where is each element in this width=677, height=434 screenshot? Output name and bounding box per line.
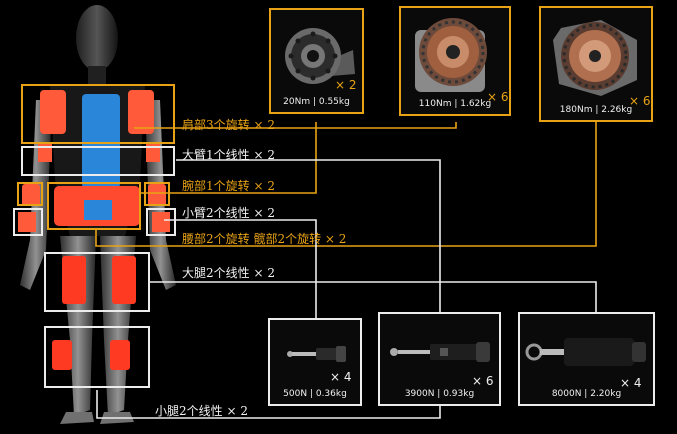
spec-500n: 500N | 0.36kg: [283, 389, 347, 399]
label-forearm: 小臂2个线性 × 2: [182, 206, 275, 220]
linear-card-3900n: × 6 3900N | 0.93kg: [378, 312, 501, 406]
linear-actuator-image: [390, 342, 490, 362]
rotary-card-180nm: × 6 180Nm | 2.26kg: [539, 6, 653, 122]
robot-actuators: [18, 90, 170, 370]
linear-actuator-image: [525, 338, 646, 366]
calf-highlight: [44, 326, 150, 388]
shoulder-highlight: [21, 84, 175, 144]
spec-3900n: 3900N | 0.93kg: [404, 389, 475, 399]
qty-20nm: × 2: [335, 78, 357, 92]
wrist-left-highlight: [17, 182, 43, 206]
rotary-actuator-image: [285, 28, 355, 84]
rotary-card-20nm: × 2 20Nm | 0.55kg: [269, 8, 364, 114]
qty-3900n: × 6: [472, 374, 494, 388]
qty-500n: × 4: [330, 370, 352, 384]
spec-110nm: 110Nm | 1.62kg: [418, 99, 492, 109]
forearm-left-highlight: [13, 208, 43, 236]
spec-20nm: 20Nm | 0.55kg: [283, 97, 350, 107]
connector-lines: [95, 122, 597, 419]
rotary-actuator-image: [415, 18, 487, 92]
qty-110nm: × 6: [487, 90, 509, 104]
thigh-highlight: [44, 252, 150, 312]
upper-arm-highlight: [21, 146, 175, 176]
linear-actuator-image: [287, 346, 346, 362]
linear-card-8000n: × 4 8000N | 2.20kg: [518, 312, 655, 406]
qty-180nm: × 6: [629, 94, 651, 108]
qty-8000n: × 4: [620, 376, 642, 390]
spec-180nm: 180Nm | 2.26kg: [559, 105, 633, 115]
linear-card-500n: × 4 500N | 0.36kg: [268, 318, 362, 406]
label-shoulder: 肩部3个旋转 × 2: [182, 118, 275, 132]
spec-8000n: 8000N | 2.20kg: [551, 389, 622, 399]
label-upper-arm: 大臂1个线性 × 2: [182, 148, 275, 162]
label-wrist: 腕部1个旋转 × 2: [182, 179, 275, 193]
rotary-card-110nm: × 6 110Nm | 1.62kg: [399, 6, 511, 116]
forearm-right-highlight: [146, 208, 176, 236]
label-waist-hip: 腰部2个旋转 髋部2个旋转 × 2: [182, 232, 347, 246]
waist-hip-highlight: [47, 182, 141, 230]
label-thigh: 大腿2个线性 × 2: [182, 266, 275, 280]
wrist-right-highlight: [144, 182, 170, 206]
rotary-actuator-image: [553, 20, 637, 96]
label-calf: 小腿2个线性 × 2: [155, 404, 248, 418]
